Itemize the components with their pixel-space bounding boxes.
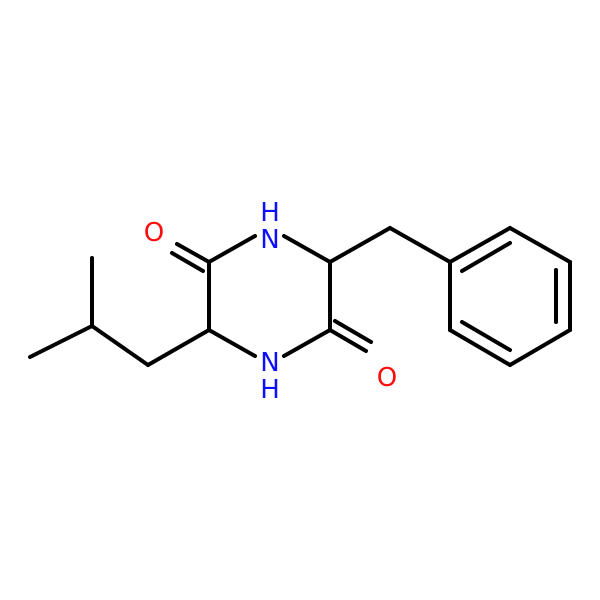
bond-phenyl-5-6: [448, 328, 512, 367]
atom-oxygen-right: O: [377, 363, 397, 393]
atom-nh-bottom-h: H: [260, 375, 280, 405]
bond-methyl-left: [28, 324, 94, 359]
bond-phenyl-4-5: [508, 328, 572, 367]
bond-c5-carbonyl-a: [328, 328, 368, 353]
bond-c2-carbonyl-a: [175, 242, 211, 264]
bond-c2-n1: [207, 234, 257, 264]
atom-nh-top-h: H: [260, 198, 280, 228]
atom-nh-top-n: N: [260, 225, 279, 255]
bond-phenyl-1-2-inner: [460, 241, 512, 273]
bond-isobutyl-ch: [90, 324, 150, 367]
bond-c5-n4: [282, 328, 332, 358]
atom-oxygen-left: O: [144, 218, 164, 248]
bond-phenyl-5-6-inner: [460, 320, 512, 352]
bond-n4-c3: [207, 328, 257, 358]
bond-c5-carbonyl-b: [333, 319, 373, 344]
bond-c2-carbonyl-b: [170, 251, 205, 273]
bond-phenyl-2-3: [508, 226, 572, 264]
bond-ch2-phenyl: [388, 226, 452, 264]
bond-isobutyl-ch2: [146, 328, 211, 367]
bond-c6-ch2: [328, 226, 392, 264]
bond-phenyl-1-2: [448, 226, 512, 264]
bond-n1-c6: [282, 234, 332, 264]
atom-nh-bottom-n: N: [260, 348, 279, 378]
